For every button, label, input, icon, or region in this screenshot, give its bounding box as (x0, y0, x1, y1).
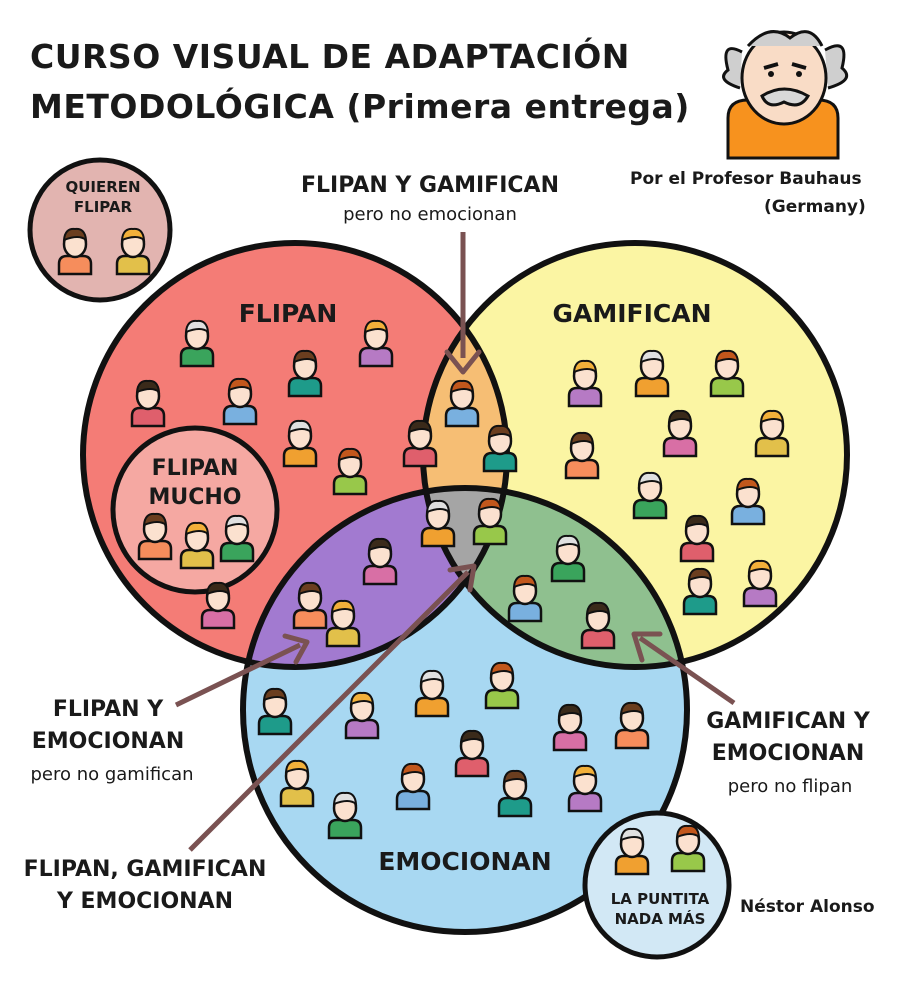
person-figure (200, 581, 236, 630)
flipan-label: FLIPAN (239, 299, 338, 328)
person-figure (567, 764, 603, 813)
person-figure (614, 701, 650, 750)
person-figure (115, 227, 151, 276)
person-figure (279, 759, 315, 808)
person-figure (679, 514, 715, 563)
person-figure (130, 379, 166, 428)
author-line-2: (Germany) (764, 197, 866, 217)
person-figure (402, 419, 438, 468)
callout-flip-emo-2: EMOCIONAN (32, 729, 185, 754)
person-figure (742, 559, 778, 608)
signature: Néstor Alonso (740, 897, 875, 917)
person-figure (414, 669, 450, 718)
person-figure (472, 497, 508, 546)
professor-bauhaus-portrait (722, 30, 849, 160)
person-figure (444, 379, 480, 428)
person-figure (507, 574, 543, 623)
person-figure (179, 319, 215, 368)
person-figure (634, 349, 670, 398)
person-figure (57, 227, 93, 276)
person-figure (282, 419, 318, 468)
callout-gam-emo-3: pero no flipan (728, 776, 853, 797)
person-figure (482, 424, 518, 473)
person-figure (614, 827, 650, 876)
quieren-flipar-label-1: QUIEREN (65, 178, 140, 196)
person-figure (567, 359, 603, 408)
quieren-flipar-label-2: FLIPAR (74, 198, 133, 216)
person-figure (420, 499, 456, 548)
person-figure (179, 521, 215, 570)
person-figure (362, 537, 398, 586)
person-figure (332, 447, 368, 496)
callout-flip-emo-1: FLIPAN Y (53, 697, 164, 722)
person-figure (358, 319, 394, 368)
puntita-bubble (582, 810, 732, 960)
person-figure (287, 349, 323, 398)
flipan-mucho-label-1: FLIPAN (152, 456, 239, 481)
callout-flip-gam-2: pero no emocionan (343, 204, 517, 225)
person-figure (670, 824, 706, 873)
person-figure (730, 477, 766, 526)
person-figure (454, 729, 490, 778)
callout-flip-gam-1: FLIPAN Y GAMIFICAN (301, 173, 559, 198)
author-line-1: Por el Profesor Bauhaus (630, 169, 862, 189)
flipan-mucho-label-2: MUCHO (148, 485, 241, 510)
person-figure (497, 769, 533, 818)
person-figure (632, 471, 668, 520)
person-figure (552, 703, 588, 752)
person-figure (327, 791, 363, 840)
arrow-all-three (188, 563, 477, 852)
person-figure (662, 409, 698, 458)
person-figure (395, 762, 431, 811)
person-figure (222, 377, 258, 426)
person-figure (344, 691, 380, 740)
person-figure (564, 431, 600, 480)
gamifican-label: GAMIFICAN (552, 299, 711, 328)
title-line-1: CURSO VISUAL DE ADAPTACIÓN (30, 36, 630, 76)
callout-arrows (174, 232, 736, 852)
person-figure (325, 599, 361, 648)
person-figure (580, 601, 616, 650)
callout-flip-emo-3: pero no gamifican (30, 764, 193, 785)
puntita-label-1: LA PUNTITA (611, 890, 710, 908)
person-figure (292, 581, 328, 630)
arrow-flipan-emocionan (174, 633, 310, 708)
person-figure (137, 512, 173, 561)
gamifican-emocionan-region (423, 488, 687, 667)
person-figure (550, 534, 586, 583)
puntita-label-2: NADA MÁS (615, 909, 706, 928)
callout-all-three-2: Y EMOCIONAN (56, 889, 233, 914)
arrow-flipan-gamifican (444, 232, 482, 375)
arrow-gamifican-emocionan (631, 631, 736, 706)
person-figure (754, 409, 790, 458)
emocionan-label: EMOCIONAN (378, 847, 551, 876)
flipan-emocionan-region (243, 488, 507, 667)
person-figure (219, 514, 255, 563)
person-figure (257, 687, 293, 736)
person-figure (484, 661, 520, 710)
callout-gam-emo-1: GAMIFICAN Y (706, 709, 871, 734)
person-figure (709, 349, 745, 398)
title-line-2: METODOLÓGICA (Primera entrega) (30, 86, 690, 126)
callout-gam-emo-2: EMOCIONAN (712, 741, 865, 766)
person-figure (682, 567, 718, 616)
callout-all-three-1: FLIPAN, GAMIFICAN (24, 857, 267, 882)
people-layer (57, 227, 790, 876)
